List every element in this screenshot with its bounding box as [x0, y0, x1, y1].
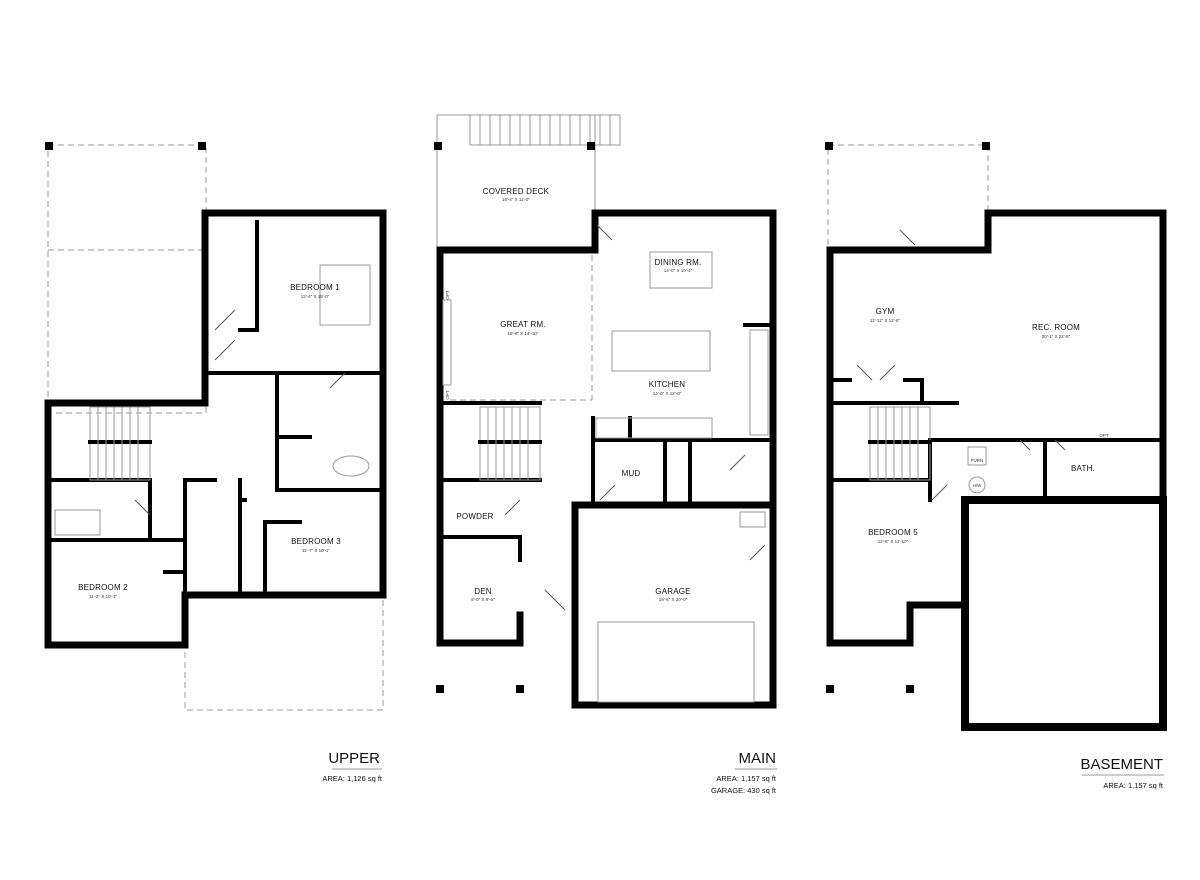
- garage-door: [597, 621, 755, 703]
- room-dimensions: 12'-6" X 11'-10": [878, 539, 909, 544]
- room-label: POWDER: [456, 512, 493, 521]
- room-label: BEDROOM 2: [78, 583, 128, 592]
- room-label: DINING RM.: [655, 258, 702, 267]
- deck-stairs: [469, 114, 621, 146]
- furnace-label: FURN: [971, 458, 984, 463]
- room-dimensions: 11'-11" X 12'-8": [870, 318, 901, 323]
- opt-label: OPT: [1099, 433, 1109, 438]
- covered-deck-outline: [436, 114, 596, 251]
- room-dimensions: 11'-2" X 10'-1": [89, 594, 117, 599]
- room-label: BATH.: [1071, 464, 1095, 473]
- deck-above-outline: [827, 144, 989, 251]
- opt-label: OPT: [445, 390, 450, 400]
- floor-area: AREA: 1,157 sq ft: [716, 774, 777, 783]
- upper-stairs: [88, 406, 152, 481]
- main-stairs: [478, 406, 542, 481]
- room-dimensions: 12'-4" X 15'-0": [301, 294, 330, 299]
- garage-area: GARAGE: 430 sq ft: [711, 786, 777, 795]
- water-heater-label: H/W: [973, 483, 983, 488]
- room-label: BEDROOM 1: [290, 283, 340, 292]
- basement-exterior-walls: [826, 209, 1167, 647]
- room-dimensions: 19'-6" X 14'-10": [508, 331, 539, 336]
- room-label: COVERED DECK: [483, 187, 550, 196]
- main-floor-plan: OPT OPT COVERED DECK 16'-4" X 11'-0" DIN…: [434, 114, 777, 795]
- room-label: BEDROOM 5: [868, 528, 918, 537]
- open-to-below-outline: [47, 144, 207, 414]
- room-dimensions: 8'-0" X 9'-6": [471, 597, 495, 602]
- room-label: KITCHEN: [649, 380, 686, 389]
- room-label: MUD: [622, 469, 641, 478]
- room-dimensions: 11'-7" X 10'-1": [302, 548, 330, 553]
- unexcavated-area: [961, 496, 1167, 731]
- floor-title: MAIN: [739, 750, 777, 767]
- room-label: GREAT RM.: [500, 320, 546, 329]
- floor-area: AREA: 1,157 sq ft: [1103, 781, 1164, 790]
- floor-title: BASEMENT: [1080, 756, 1163, 773]
- room-label: DEN: [474, 587, 492, 596]
- basement-floor-plan: FURN H/W OPT GYM 11'-11" X 12'-8" REC. R…: [825, 142, 1167, 790]
- room-dimensions: 16'-4" X 11'-0": [502, 197, 530, 202]
- upper-floor-plan: BEDROOM 1 12'-4" X 15'-0" BEDROOM 3 11'-…: [44, 142, 387, 783]
- room-label: GARAGE: [655, 587, 690, 596]
- floor-title: UPPER: [328, 750, 380, 767]
- room-dimensions: 19'-6" X 20'-0": [659, 597, 688, 602]
- basement-stairs: [868, 406, 932, 481]
- kitchen-island: [611, 330, 711, 372]
- room-dimensions: 14'-0" X 10'-4": [664, 268, 693, 273]
- room-dimensions: 20'-1" X 22'-8": [1042, 334, 1071, 339]
- opt-label: OPT: [445, 290, 450, 300]
- porch-roof-outline: [184, 597, 384, 711]
- room-dimensions: 14'-0" X 12'-0": [653, 391, 682, 396]
- room-label: REC. ROOM: [1032, 323, 1080, 332]
- dining-table: [649, 251, 713, 289]
- room-label: BEDROOM 3: [291, 537, 341, 546]
- room-label: GYM: [876, 307, 895, 316]
- floor-area: AREA: 1,126 sq ft: [322, 774, 383, 783]
- main-exterior-walls: [436, 209, 777, 709]
